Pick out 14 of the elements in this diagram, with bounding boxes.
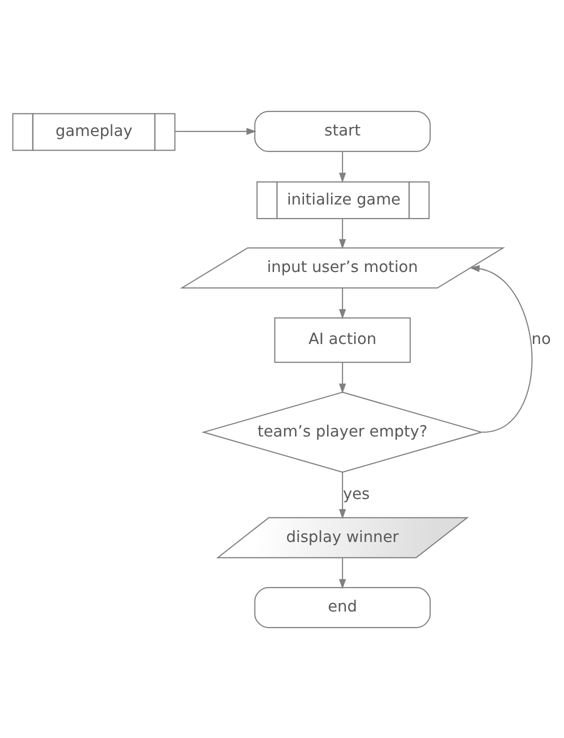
arrow [174,127,256,134]
arrow [338,472,346,519]
node-box: AI action [274,316,411,362]
arrow [338,362,346,394]
arrow [338,558,346,589]
edge-label: yes [342,484,370,503]
edge-label: no [532,330,551,348]
node-box: end [254,586,431,628]
arrow [470,264,532,432]
arrow [338,288,346,319]
node-diamond: team’s player empty? [202,391,484,472]
node-box: start [254,110,431,152]
arrow [338,218,346,249]
arrow [338,151,346,182]
